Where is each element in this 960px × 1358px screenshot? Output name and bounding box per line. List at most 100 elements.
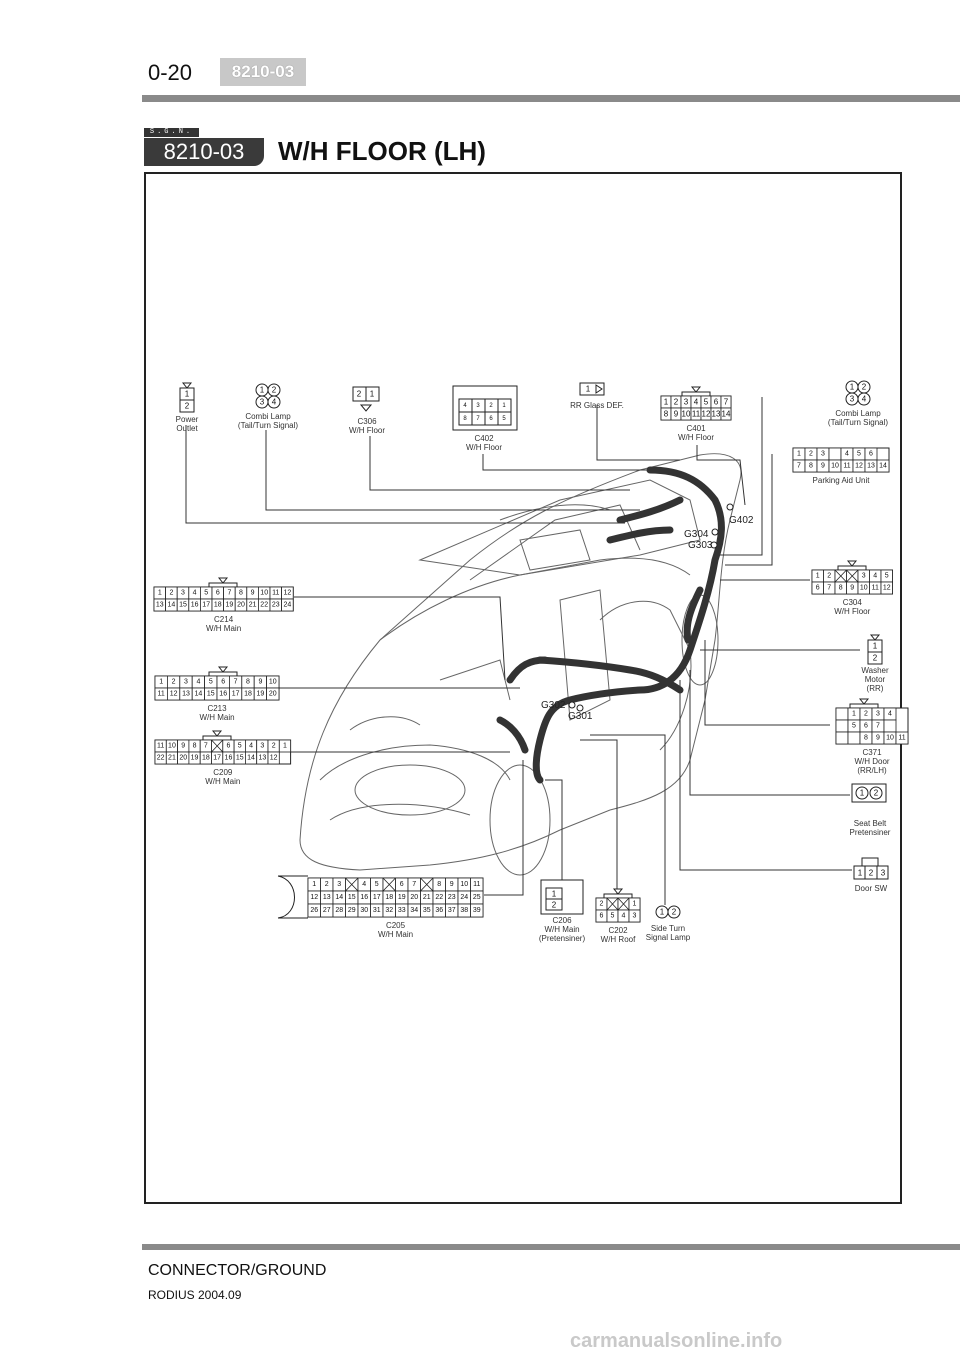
pin: 18 [385,894,393,901]
pin: 14 [168,602,176,609]
pin: 6 [400,881,404,888]
pin: 16 [225,755,233,762]
pin: 3 [476,403,480,409]
pin-cell [835,719,849,733]
connector-label: W/H Main [205,777,240,786]
connector-label: W/H Door [854,757,889,766]
pin: 2 [185,402,190,411]
connector-key-mark [690,386,702,393]
blank-cavity [846,569,859,583]
connector-label: C202 [608,926,628,935]
pin: 11 [872,585,879,592]
pin: 10 [260,590,268,597]
pin: 5 [704,398,709,407]
connector-label: W/H Floor [834,607,870,616]
connector-desc: W/H Floor [466,443,502,452]
pin: 14 [335,894,343,901]
pin: 2 [674,398,679,407]
sgn-label: S.G.N. [144,128,199,137]
pin: 4 [622,913,626,920]
pin: 7 [227,590,231,597]
pin: 15 [236,755,244,762]
pin-cell [266,687,280,701]
pin: 2 [874,789,879,798]
pin: 3 [862,573,866,580]
pin-cell [267,751,280,765]
pin: 16 [219,691,227,698]
pin: 10 [886,735,894,742]
pin: 5 [852,723,856,730]
pin: 3 [881,869,886,878]
diagram-frame [144,172,902,1204]
blank-cavity [345,877,359,892]
pin-cell [847,731,861,745]
pin: 6 [600,913,604,920]
pin: 2 [272,386,277,395]
pin: 3 [184,679,188,686]
connector-key-mark [846,560,858,567]
pin: 10 [831,463,839,470]
pin-cell [895,731,909,745]
pin-cell [278,739,291,753]
pin: 17 [373,894,381,901]
connector-tab [837,565,867,571]
connector-power-outlet: 1 2 Power Outlet [176,382,199,433]
pin: 4 [249,743,253,750]
connector-desc: Pretensiner [850,828,891,837]
pin: 14 [722,410,731,419]
pin: 2 [827,573,831,580]
pin: 38 [460,907,468,914]
pin: 29 [348,907,356,914]
connector-label: C401 [686,424,706,433]
pin: 2 [672,908,677,917]
wiring-harness [496,466,725,784]
pin: 22 [435,894,443,901]
pin: 17 [202,602,210,609]
pin: 31 [373,907,381,914]
vehicle-outline [299,453,742,876]
connector-desc: Motor [865,675,886,684]
pin: 13 [323,894,331,901]
pin: 14 [879,463,887,470]
connector-label: C371 [862,748,882,757]
pin: 7 [827,585,831,592]
pin: 6 [489,416,493,422]
pin: 1 [664,398,669,407]
pin: 13 [182,691,190,698]
pin: 3 [876,711,880,718]
pin: 19 [398,894,406,901]
connector-label: C205 [386,921,406,930]
blank-cavity [606,897,619,911]
connector-tab [208,671,238,677]
pin: 11 [898,735,905,742]
pin: 15 [179,602,187,609]
pin: 23 [272,602,280,609]
pin: 4 [845,451,849,458]
pin: 2 [600,901,604,908]
connector-side-turn-signal-lamp: 1 2 Side Turn Signal Lamp [646,905,691,942]
pin: 19 [226,602,234,609]
pin-cell [720,407,732,421]
pin: 1 [159,679,163,686]
pin: 7 [876,723,880,730]
pin-cell [628,909,641,923]
pin: 32 [385,907,393,914]
pin-cell [876,459,890,473]
pin-cell [883,719,897,733]
pin: 19 [191,755,199,762]
pin: 9 [251,590,255,597]
connector-rr-glass-def: 1 RR Glass DEF. [570,382,624,410]
footer-section-name: CONNECTOR/GROUND [148,1262,327,1279]
pin: 22 [260,602,268,609]
pin: 2 [552,901,557,910]
pin: 7 [204,743,208,750]
connector-id: C206 [552,916,572,925]
